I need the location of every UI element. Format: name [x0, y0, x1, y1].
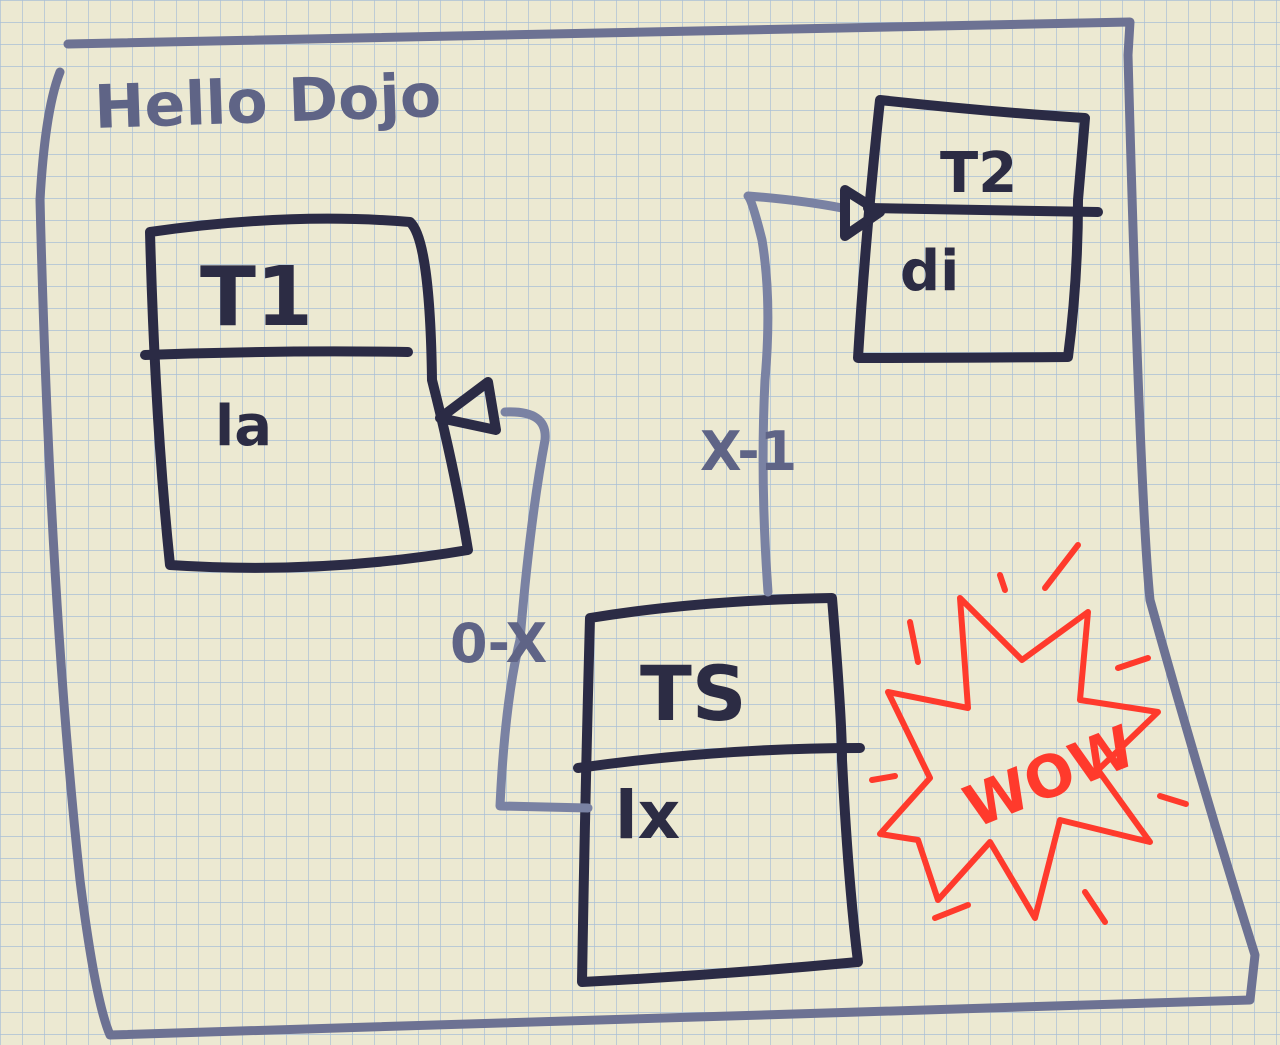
- relation-ts-t1: 0-X: [435, 377, 593, 813]
- entity-t2: T2 di: [853, 95, 1103, 363]
- entity-t2-box: [853, 95, 1090, 363]
- entity-t2-name: T2: [940, 141, 1017, 206]
- relation-ts-t2-line: [743, 191, 847, 597]
- entity-t1-field: la: [215, 394, 272, 459]
- relation-ts-t1-line: [495, 407, 593, 813]
- relation-ts-t1-arrowhead: [435, 377, 501, 435]
- wow-ray-6: [869, 773, 898, 783]
- entity-ts-divider: [573, 743, 865, 773]
- relation-ts-t1-cardinality: 0-X: [450, 612, 547, 675]
- entity-ts-name: TS: [640, 649, 747, 738]
- entity-t2-divider: [863, 203, 1103, 217]
- entity-t1-box: [145, 213, 473, 573]
- entity-t1: T1 la: [140, 213, 473, 573]
- relation-ts-t2-arrowhead: [840, 185, 885, 241]
- entity-ts-box: [577, 593, 863, 987]
- diagram-title: Hello Dojo: [93, 61, 442, 143]
- wow-ray-4: [1082, 889, 1108, 925]
- wow-ray-2: [1115, 655, 1151, 671]
- entity-t1-divider: [140, 346, 413, 360]
- entity-t2-field: di: [900, 239, 959, 304]
- entity-ts: TS lx: [573, 593, 865, 987]
- diagram-frame: [35, 17, 1260, 1040]
- wow-ray-5: [932, 902, 971, 921]
- relation-ts-t2: X-1: [700, 185, 885, 597]
- entity-t1-name: T1: [200, 250, 313, 345]
- entity-ts-field: lx: [615, 777, 680, 854]
- relation-ts-t2-cardinality: X-1: [700, 420, 797, 483]
- wow-ray-7: [907, 619, 921, 665]
- wow-star-icon: [877, 595, 1161, 921]
- wow-ray-3: [1157, 793, 1189, 807]
- wow-ray-8: [997, 572, 1008, 593]
- wow-ray-1: [1042, 542, 1081, 591]
